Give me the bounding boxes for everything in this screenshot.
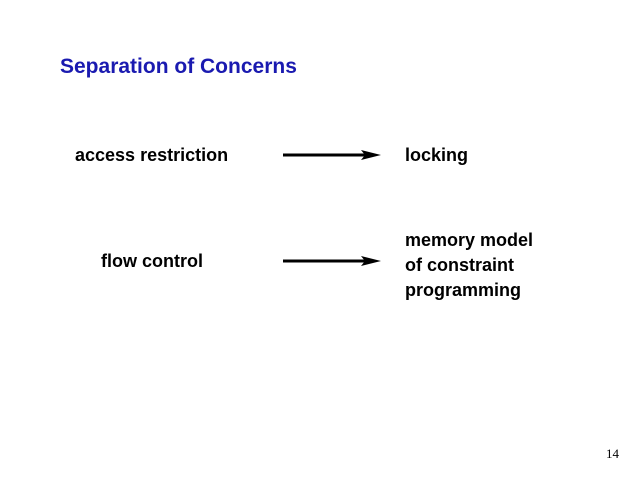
concept-line: of constraint — [405, 255, 515, 275]
page-number: 14 — [606, 446, 619, 461]
concept-memory-model: memory model of constraint programming — [405, 228, 533, 303]
concept-locking: locking — [405, 145, 469, 165]
right-arrow-icon — [283, 150, 381, 160]
right-arrow-icon — [283, 256, 381, 266]
concept-flow-control: flow control — [101, 251, 203, 271]
slide-title: Separation of Concerns — [60, 55, 297, 78]
concept-line: programming — [405, 280, 522, 300]
concept-access-restriction: access restriction — [75, 145, 229, 165]
concept-line: memory model — [405, 230, 534, 250]
